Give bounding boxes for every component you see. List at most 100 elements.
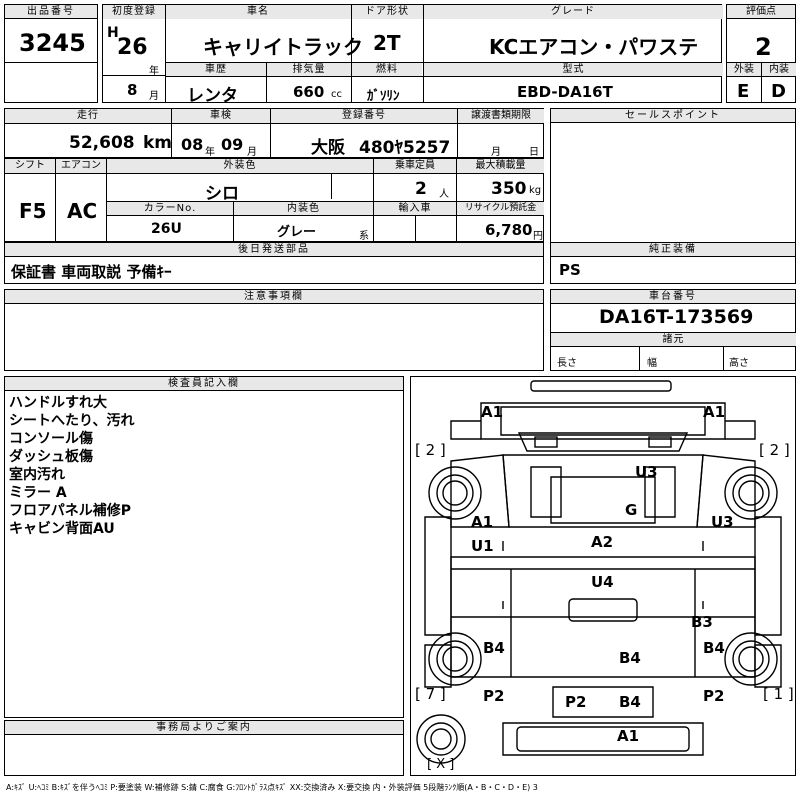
damage-legend: A:ｷｽﾞ U:ﾍｺﾐ B:ｷｽﾞを伴うﾍｺﾐ P:要塗装 W:補修跡 S:錆 … — [6, 783, 538, 792]
inspector-notes-list: ハンドルすれ大 シートへたり、汚れ コンソール傷 ダッシュ板傷 室内汚れ ミラー… — [9, 394, 134, 538]
damage-mark: P2 — [565, 693, 587, 711]
capacity-label: 乗車定員 — [374, 159, 456, 173]
inspection-month: 09 — [221, 135, 244, 154]
genuine-label: 純正装備 — [551, 243, 795, 257]
cc-unit: cc — [331, 89, 342, 100]
damage-mark: A1 — [617, 727, 640, 745]
damage-mark: B3 — [691, 613, 713, 631]
mileage-label: 走行 — [5, 109, 171, 123]
era-letter: H — [107, 25, 119, 41]
office-label: 事務局よりご案内 — [5, 721, 403, 735]
damage-mark: A1 — [703, 403, 726, 421]
notes-box: 注意事項欄 — [4, 289, 544, 371]
genuine-box: 純正装備 PS — [550, 242, 796, 284]
damage-mark: [ 1 ] — [763, 685, 794, 703]
inspection-month-unit: 月 — [247, 147, 257, 158]
damage-mark: G — [625, 501, 638, 519]
aircon: AC — [67, 199, 98, 223]
ext-color: シロ — [205, 184, 239, 204]
month-unit: 月 — [149, 91, 159, 102]
inspector-note: ミラー A — [9, 485, 67, 501]
color-no: 26U — [151, 221, 182, 237]
damage-mark: U3 — [635, 463, 658, 481]
damage-mark: U4 — [591, 573, 614, 591]
score-label: 評価点 — [727, 5, 795, 19]
truck-outline-svg — [416, 380, 782, 764]
recycle-fee: 6,780 — [485, 221, 533, 239]
lot-number: 3245 — [19, 29, 86, 57]
exterior-grade: E — [737, 81, 750, 102]
first-reg-label: 初度登録 — [103, 5, 165, 19]
damage-mark: P2 — [483, 687, 505, 705]
ext-color-label: 外装色 — [107, 159, 373, 173]
later-items: 保証書 車両取説 予備ｷｰ — [11, 263, 172, 281]
vehicle-diagram: A1 A1 [ 2 ] [ 2 ] U3 G A1 U3 U1 A2 U4 B3… — [410, 376, 796, 776]
reg-no-label: 登録番号 — [271, 109, 457, 123]
lot-number-label: 出品番号 — [5, 5, 97, 19]
sales-point-label: セールスポイント — [551, 109, 795, 123]
car-name-label: 車名 — [165, 5, 351, 19]
exterior-label: 外装 — [727, 63, 761, 76]
damage-mark: U1 — [471, 537, 494, 555]
office-box: 事務局よりご案内 — [4, 720, 404, 776]
displacement: 660 — [293, 83, 325, 101]
max-load: 350 — [491, 179, 527, 199]
grade: KCエアコン・パワステ — [489, 35, 699, 59]
damage-mark: A1 — [471, 513, 494, 531]
model-label: 型式 — [424, 63, 723, 76]
interior-label: 内装 — [762, 63, 796, 76]
inspector-note: 室内汚れ — [9, 467, 65, 483]
yen-unit: 円 — [533, 231, 543, 242]
reg-area: 大阪 — [311, 138, 345, 158]
damage-mark: B4 — [703, 639, 725, 657]
deadline-month-unit: 月 — [491, 147, 501, 158]
main-info-box: 初度登録 車名 ドア形状 グレード H 26 年 8 月 キャリイトラック 2T… — [102, 4, 723, 106]
damage-mark: B4 — [619, 693, 641, 711]
inspector-note: シートへたり、汚れ — [9, 413, 135, 429]
later-items-label: 後日発送部品 — [5, 243, 543, 257]
specs-label: 諸元 — [551, 332, 796, 347]
vehicle-history: レンタ — [187, 86, 238, 106]
reg-number: 480ﾔ5257 — [359, 138, 451, 158]
int-color: グレー — [277, 225, 317, 240]
damage-mark: U3 — [711, 513, 734, 531]
inspection-label: 車検 — [172, 109, 270, 123]
score-box: 評価点 2 外装 内装 E D — [726, 4, 796, 103]
capacity: 2 — [415, 179, 427, 199]
deadline-label: 譲渡書類期限 — [458, 109, 544, 123]
grade-label: グレード — [423, 5, 723, 19]
inspector-note: ダッシュ板傷 — [9, 449, 93, 465]
damage-mark: B4 — [483, 639, 505, 657]
first-reg-month: 8 — [127, 81, 138, 99]
notes-label: 注意事項欄 — [5, 290, 543, 304]
mileage: 52,608 — [69, 133, 135, 153]
door-type: 2T — [373, 31, 401, 55]
color-no-label: カラーNo. — [107, 202, 233, 215]
genuine-equipment: PS — [559, 261, 581, 279]
damage-mark: [ 2 ] — [759, 441, 790, 459]
deadline-day-unit: 日 — [529, 147, 539, 158]
sales-point-box: セールスポイント — [550, 108, 796, 256]
history-label: 車歴 — [166, 63, 266, 76]
int-color-label: 内装色 — [234, 202, 373, 215]
width-label: 幅 — [647, 358, 657, 369]
chassis-label: 車台番号 — [551, 290, 795, 304]
displacement-label: 排気量 — [267, 63, 351, 76]
damage-mark: A1 — [481, 403, 504, 421]
recycle-label: リサイクル預託金 — [457, 202, 544, 215]
model-code: EBD-DA16T — [517, 83, 613, 101]
first-reg-year: 26 — [117, 35, 148, 60]
fuel-type: ｶﾞｿﾘﾝ — [367, 89, 400, 104]
chassis-number: DA16T-173569 — [599, 306, 754, 328]
interior-grade: D — [771, 81, 786, 102]
inspection-year-unit: 年 — [205, 147, 215, 158]
lot-number-box: 出品番号 3245 — [4, 4, 98, 103]
import-label: 輸入車 — [374, 202, 456, 215]
inspector-label: 検査員記入欄 — [5, 377, 403, 391]
spec-box: シフト エアコン 外装色 乗車定員 最大積載量 F5 AC シロ 2 人 350… — [4, 158, 544, 242]
aircon-label: エアコン — [56, 159, 106, 173]
inspector-note: ハンドルすれ大 — [9, 395, 107, 411]
registration-box: 走行 車検 登録番号 譲渡書類期限 52,608 km 08 年 09 月 大阪… — [4, 108, 544, 158]
persons-unit: 人 — [439, 189, 449, 200]
height-label: 高さ — [729, 358, 749, 369]
